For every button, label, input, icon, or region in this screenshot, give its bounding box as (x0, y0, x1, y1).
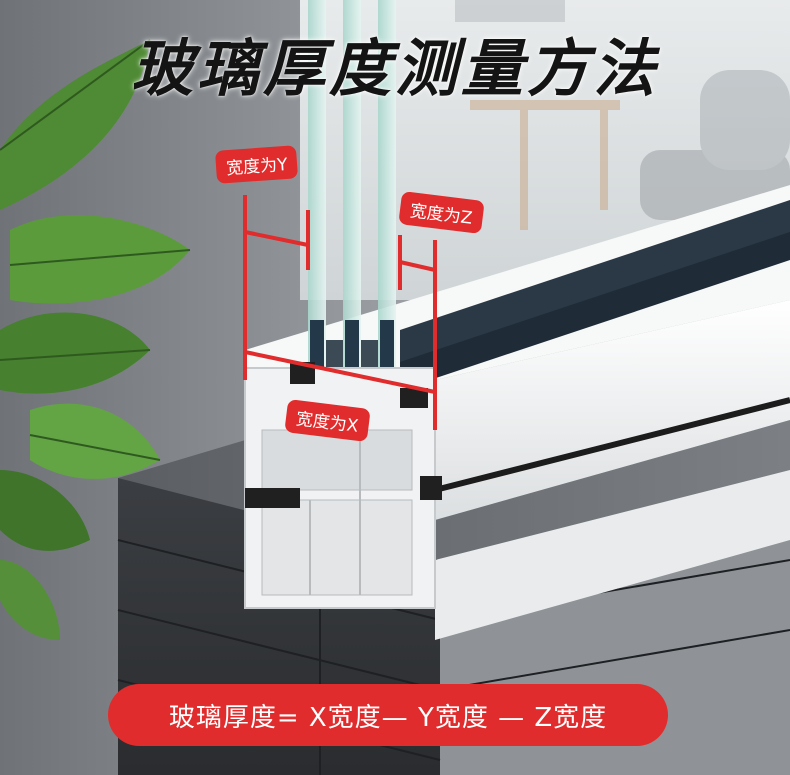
spacer-bar (400, 230, 790, 390)
label-width-y: 宽度为Y (214, 145, 299, 184)
frame-side-lower (435, 470, 790, 640)
formula-banner: 玻璃厚度= X宽度— Y宽度 — Z宽度 (108, 684, 668, 746)
frame-cross-section (244, 362, 442, 609)
spacer-bar-top (400, 200, 790, 362)
leaf-icon (0, 39, 191, 640)
measurement-lines (243, 195, 437, 430)
page-title: 玻璃厚度测量方法 (130, 32, 659, 105)
frame-gasket-line (434, 397, 790, 493)
